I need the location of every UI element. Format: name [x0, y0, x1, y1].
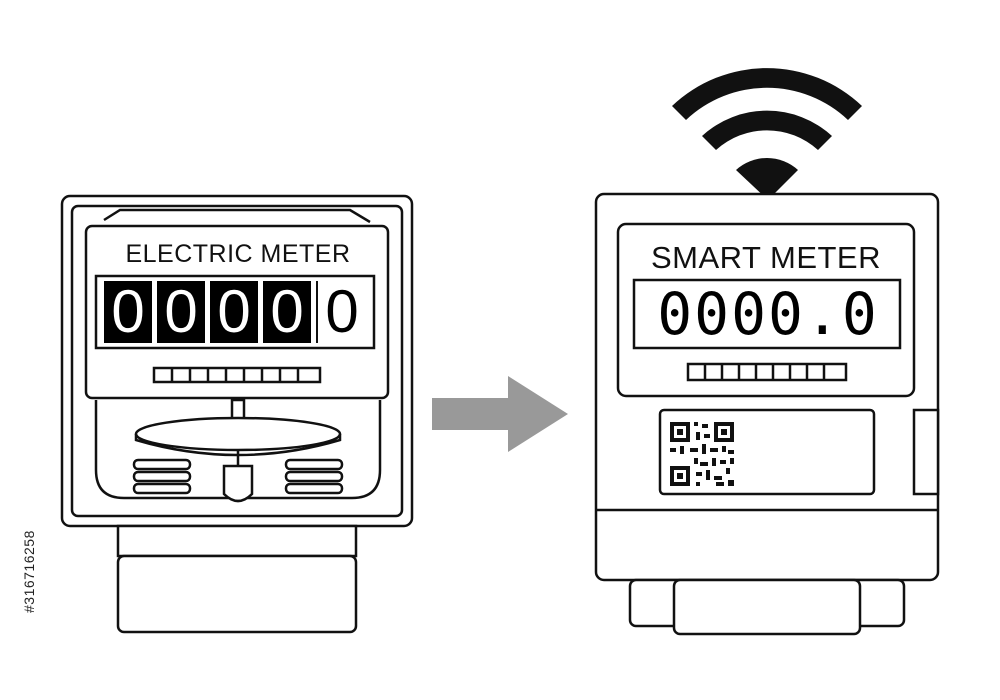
qr-code-icon — [670, 422, 734, 486]
stock-id-label: #316716258 — [21, 530, 37, 613]
meter-digit: 0 — [104, 281, 152, 343]
meter-digit: 0 — [316, 281, 366, 343]
electric-meter-title: ELECTRIC METER — [125, 240, 351, 268]
meter-digit: 0 — [263, 281, 311, 343]
smart-meter-title: SMART METER — [651, 240, 881, 275]
arrow-right-icon — [432, 376, 568, 452]
meter-digit: 0 — [157, 281, 205, 343]
smart-meter — [594, 192, 940, 636]
wifi-icon — [672, 68, 862, 200]
smart-meter-reading: 0000.0 — [657, 280, 879, 348]
meter-digit: 0 — [210, 281, 258, 343]
